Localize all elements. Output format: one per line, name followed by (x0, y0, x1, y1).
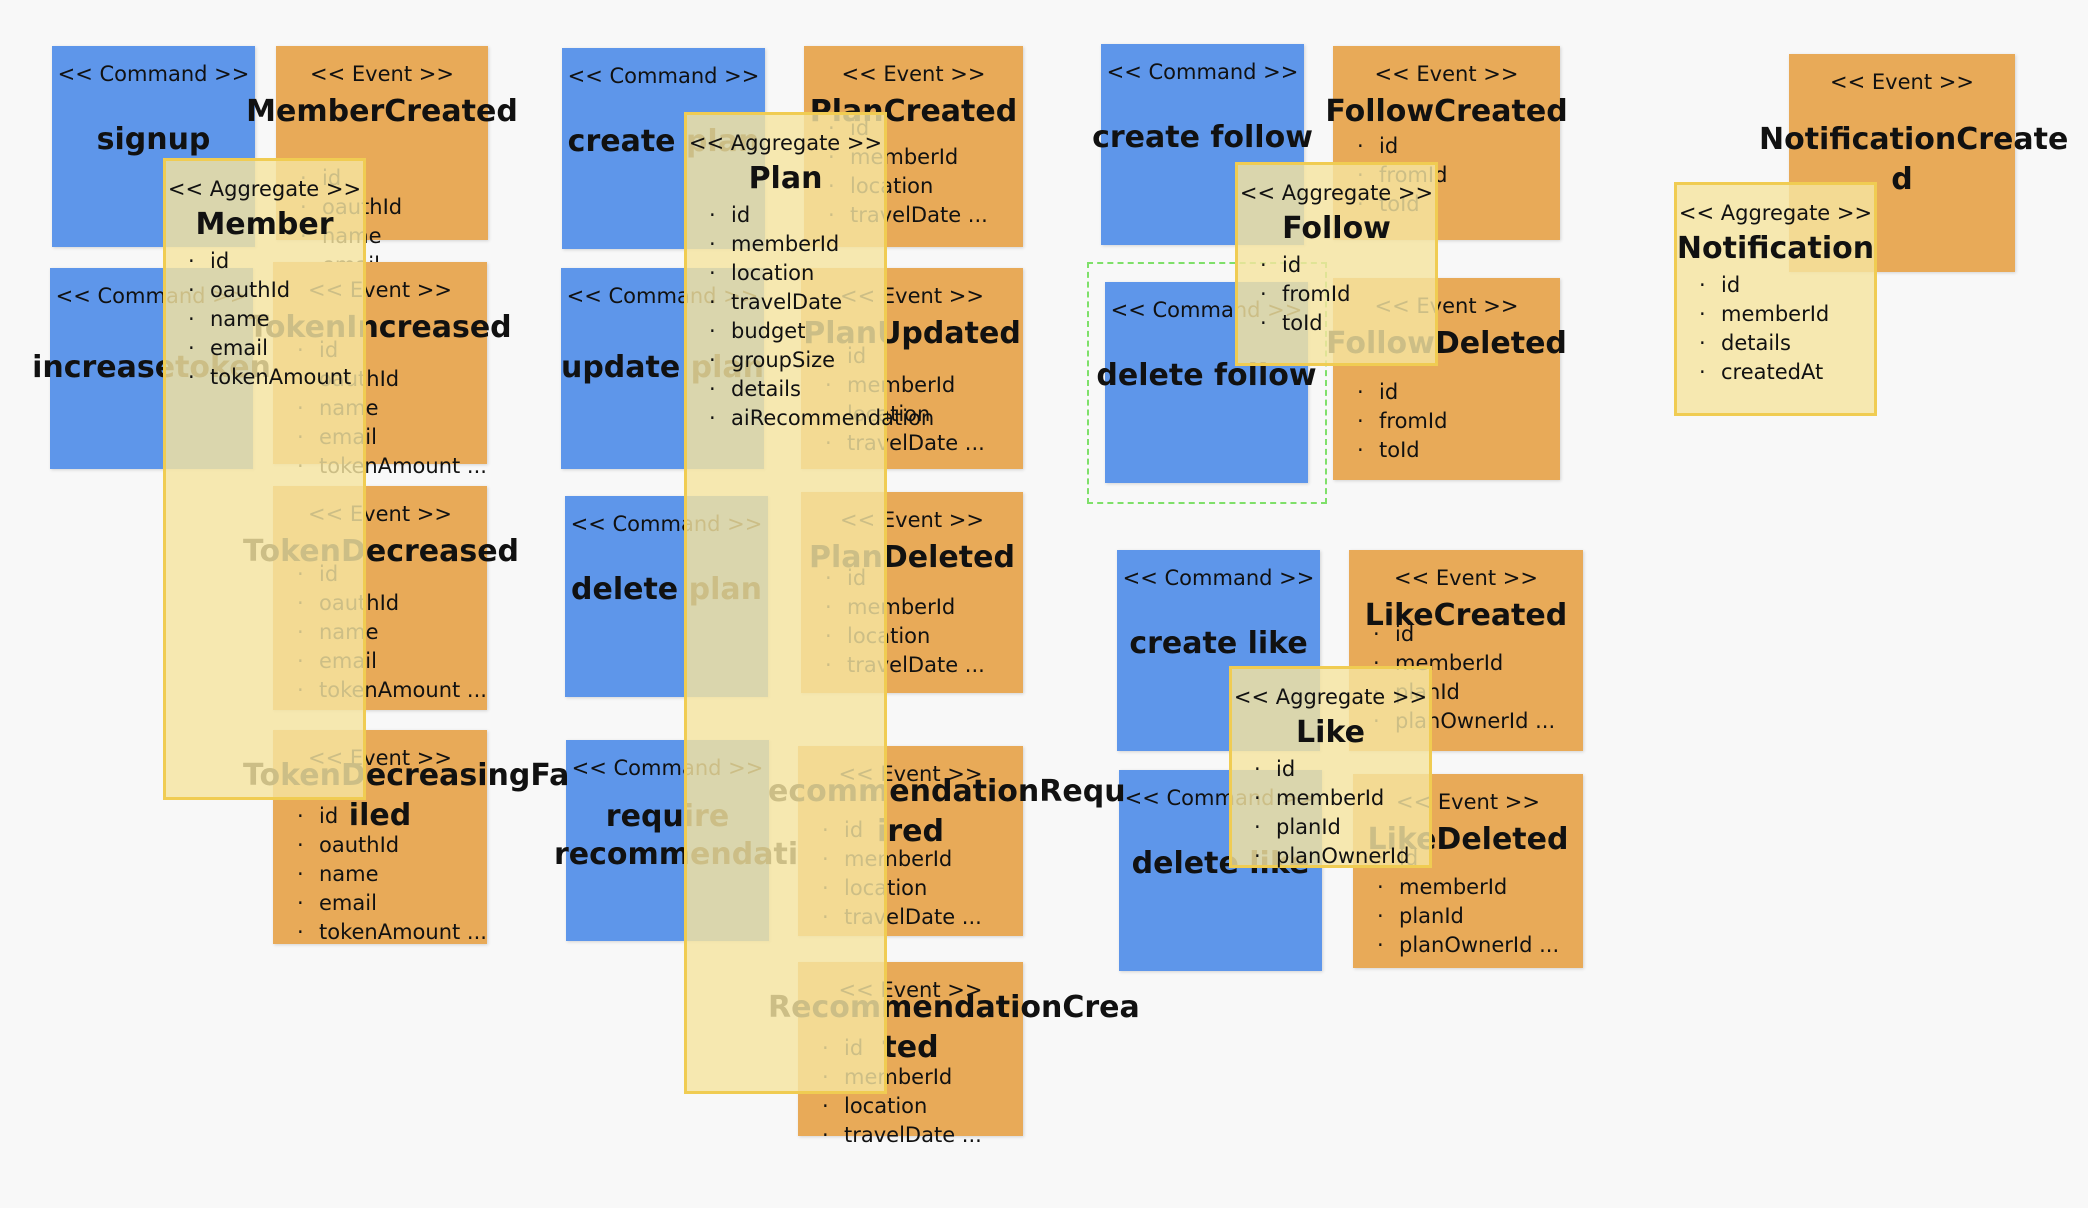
field: memberId (1377, 873, 1559, 902)
field: memberId (1699, 300, 1829, 329)
field: name (297, 860, 487, 889)
event-title: MemberCreated (246, 94, 518, 129)
field: id (1357, 378, 1447, 407)
field: planOwnerId (1254, 842, 1409, 871)
field: oauthId (297, 831, 487, 860)
field: id (1260, 251, 1350, 280)
aggregate-fields: id memberId details createdAt (1699, 271, 1829, 387)
aggregate-fields: id memberId planId planOwnerId (1254, 755, 1409, 871)
field: details (1699, 329, 1829, 358)
command-title: create follow (1092, 120, 1313, 155)
field: id (709, 201, 934, 230)
aggregate-stereotype: << Aggregate >> (1233, 685, 1428, 709)
field: id (1254, 755, 1409, 784)
aggregate-title: Member (195, 207, 334, 242)
event-fields: id oauthId name email tokenAmount ... (297, 802, 487, 947)
event-like-deleted[interactable]: << Event >> LikeDeleted id memberId plan… (1353, 774, 1583, 968)
event-stereotype: << Event >> (310, 62, 454, 86)
event-stereotype: << Event >> (1830, 70, 1974, 94)
command-stereotype: << Command >> (57, 62, 250, 86)
event-fields: id fromId toId (1357, 378, 1447, 465)
field: createdAt (1699, 358, 1829, 387)
field: planOwnerId ... (1377, 931, 1559, 960)
aggregate-fields: id oauthId name email tokenAmount (188, 247, 351, 392)
event-fields: id memberId planId planOwnerId ... (1377, 844, 1559, 960)
aggregate-plan[interactable]: << Aggregate >> Plan id memberId locatio… (684, 112, 934, 1094)
aggregate-title: Notification (1676, 231, 1875, 266)
field: id (297, 802, 487, 831)
field: tokenAmount (188, 363, 351, 392)
command-stereotype: << Command >> (1122, 566, 1315, 590)
event-stereotype: << Event >> (1394, 566, 1538, 590)
event-title: FollowCreated (1325, 94, 1568, 129)
field: aiRecommendation (709, 404, 934, 433)
field: travelDate ... (822, 1121, 982, 1150)
event-title-line2: d (1891, 162, 1913, 197)
field: memberId (709, 230, 934, 259)
field: memberId (1254, 784, 1409, 813)
field: toId (1357, 436, 1447, 465)
field: oauthId (188, 276, 351, 305)
field: id (1357, 132, 1447, 161)
command-signup[interactable]: << Command >> signup (52, 46, 255, 247)
field: fromId (1260, 280, 1350, 309)
field: planId (1254, 813, 1409, 842)
field: id (188, 247, 351, 276)
aggregate-member[interactable]: << Aggregate >> Member id oauthId name e… (163, 158, 366, 800)
field: name (188, 305, 351, 334)
field: id (1699, 271, 1829, 300)
selection-box (1087, 262, 1327, 504)
field: id (1373, 620, 1555, 649)
field: details (709, 375, 934, 404)
field: location (709, 259, 934, 288)
aggregate-stereotype: << Aggregate >> (1239, 181, 1434, 205)
field: email (297, 889, 487, 918)
aggregate-title: Follow (1282, 211, 1391, 246)
aggregate-stereotype: << Aggregate >> (688, 131, 883, 155)
aggregate-fields: id fromId toId (1260, 251, 1350, 338)
field: fromId (1357, 407, 1447, 436)
event-title-line1: NotificationCreate (1759, 122, 2069, 157)
command-title: signup (96, 122, 211, 157)
event-stereotype: << Event >> (1374, 62, 1519, 86)
field: email (188, 334, 351, 363)
aggregate-follow[interactable]: << Aggregate >> Follow id fromId toId (1235, 162, 1438, 366)
aggregate-notification[interactable]: << Aggregate >> Notification id memberId… (1674, 182, 1877, 416)
field: travelDate (709, 288, 934, 317)
aggregate-stereotype: << Aggregate >> (1678, 201, 1873, 225)
field: location (822, 1092, 982, 1121)
aggregate-like[interactable]: << Aggregate >> Like id memberId planId … (1229, 666, 1432, 868)
command-title: create like (1129, 626, 1308, 661)
field: groupSize (709, 346, 934, 375)
command-stereotype: << Command >> (567, 64, 760, 88)
aggregate-title: Plan (748, 161, 823, 196)
field: budget (709, 317, 934, 346)
event-stereotype: << Event >> (841, 62, 986, 86)
command-stereotype: << Command >> (1106, 60, 1299, 84)
field: toId (1260, 309, 1350, 338)
aggregate-title: Like (1296, 715, 1365, 750)
aggregate-stereotype: << Aggregate >> (167, 177, 362, 201)
aggregate-fields: id memberId location travelDate budget g… (709, 201, 934, 433)
field: planId (1377, 902, 1559, 931)
field: tokenAmount ... (297, 918, 487, 947)
